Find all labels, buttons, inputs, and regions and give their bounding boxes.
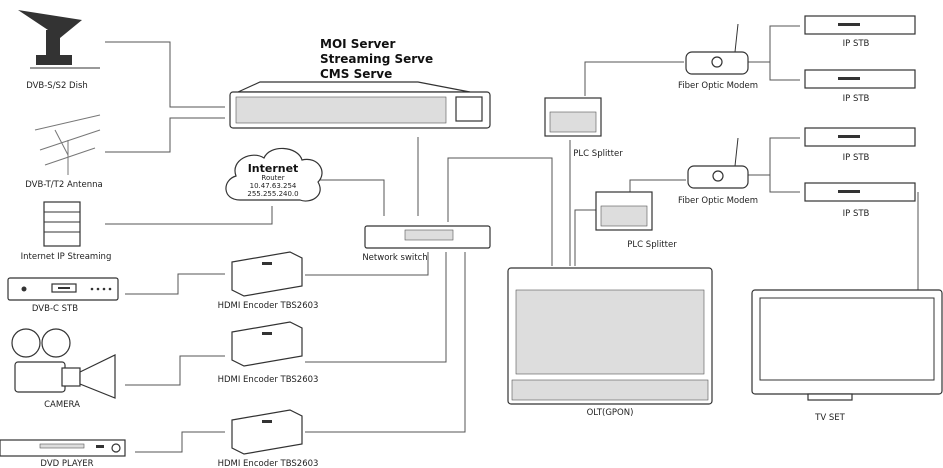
fiber-optic-modem-2 (687, 137, 749, 189)
plc-splitter-1 (544, 97, 602, 137)
wire-encoder1-switch (305, 252, 429, 276)
server-label-2: Streaming Serve (320, 52, 433, 66)
wire-olt-splitter2 (574, 209, 596, 266)
camera-label: CAMERA (44, 400, 80, 410)
dvd-player-icon (0, 439, 126, 457)
ip-stb-label-1: IP STB (843, 39, 870, 49)
encoder-label-3: HDMI Encoder TBS2603 (218, 459, 319, 468)
wire-modem1-stbs (748, 25, 800, 63)
wire-modem2-stb4 (769, 175, 800, 193)
internet-cloud-icon (225, 147, 323, 202)
tv-label: TV SET (814, 413, 845, 423)
encoder-label-2: HDMI Encoder TBS2603 (218, 375, 319, 385)
camera-icon (11, 328, 116, 399)
hdmi-encoder-3 (231, 409, 303, 455)
internet-ip: 10.47.63.254 (250, 182, 297, 190)
ip-stb-label-2: IP STB (843, 94, 870, 104)
hdmi-encoder-2 (231, 321, 303, 367)
wire-switch-olt (447, 157, 553, 266)
wire-encoder3-switch (305, 252, 466, 433)
antenna-icon (34, 114, 101, 175)
network-switch-device (364, 225, 491, 249)
olt-gpon-device (507, 267, 713, 405)
ip-stb-3 (804, 127, 916, 147)
ip-stb-2 (804, 69, 916, 89)
modem-label-2: Fiber Optic Modem (678, 196, 758, 206)
dish-label: DVB-S/S2 Dish (26, 81, 88, 91)
moi-server-device (229, 81, 491, 129)
wire-internet-switch (318, 179, 385, 216)
dvd-label: DVD PLAYER (40, 459, 93, 468)
server-label-1: MOI Server (320, 37, 395, 51)
splitter-label-1: PLC Splitter (573, 149, 623, 159)
internet-mask: 255.255.240.0 (247, 190, 298, 198)
fiber-optic-modem-1 (685, 23, 749, 75)
hdmi-encoder-1 (231, 251, 303, 297)
wire-modem2-stbs (748, 137, 800, 176)
internet-router: Router (261, 174, 284, 182)
ip-stb-label-3: IP STB (843, 153, 870, 163)
olt-label: OLT(GPON) (587, 408, 634, 418)
network-switch-label: Network switch (362, 253, 427, 263)
wire-encoder2-switch (305, 252, 447, 363)
dvbc-stb-label: DVB-C STB (32, 304, 78, 314)
encoder-label-1: HDMI Encoder TBS2603 (218, 301, 319, 311)
wire-stb-encoder (125, 273, 225, 295)
wire-camera-encoder (125, 355, 225, 386)
splitter-label-2: PLC Splitter (627, 240, 677, 250)
plc-splitter-2 (595, 191, 653, 231)
wire-splitter1-modem1 (584, 61, 684, 96)
connections (105, 25, 919, 453)
wire-splitter2-modem2 (629, 179, 686, 192)
dvbc-stb-icon (7, 277, 119, 301)
tv-set-device (751, 289, 943, 401)
ip-stb-1 (804, 15, 916, 35)
ip-streaming-server-icon (43, 201, 81, 247)
ip-stb-label-4: IP STB (843, 209, 870, 219)
antenna-label: DVB-T/T2 Antenna (25, 180, 102, 190)
ip-streaming-label: Internet IP Streaming (21, 252, 112, 262)
server-label-3: CMS Serve (320, 67, 392, 81)
satellite-dish-icon (18, 10, 100, 69)
wire-dish-server (105, 41, 225, 108)
wire-modem1-stb2 (769, 62, 800, 81)
internet-title: Internet (248, 162, 299, 175)
ip-stb-4 (804, 182, 916, 202)
wire-ip-streaming-internet (105, 206, 273, 225)
wire-antenna-server (105, 117, 225, 153)
wire-dvd-encoder (135, 431, 225, 453)
modem-label-1: Fiber Optic Modem (678, 81, 758, 91)
